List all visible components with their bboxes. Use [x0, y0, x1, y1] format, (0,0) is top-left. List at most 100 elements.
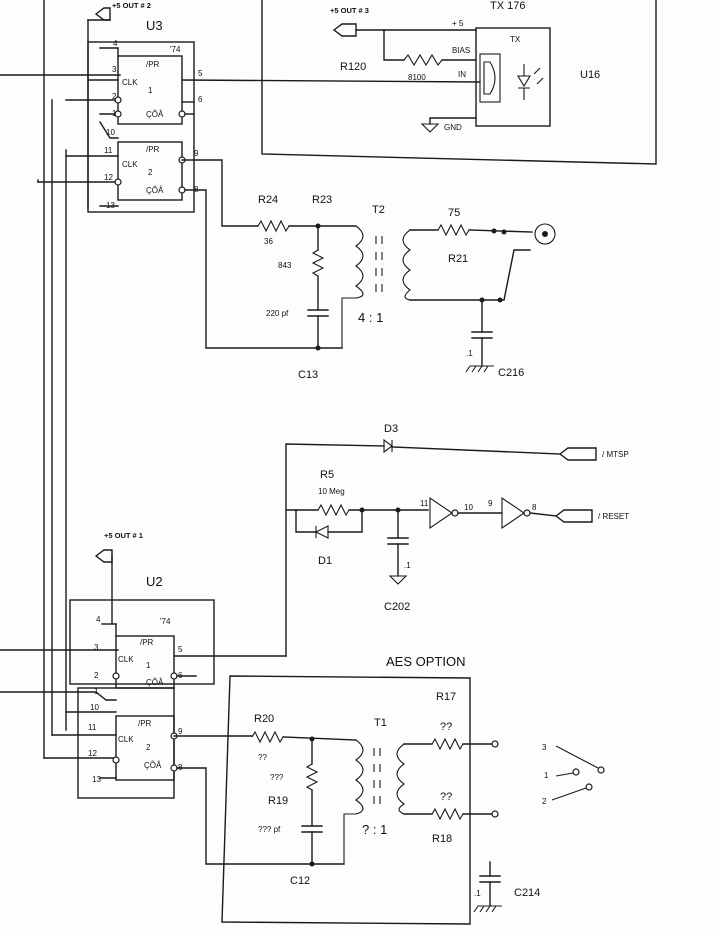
r21-val: 75 — [448, 207, 460, 219]
u2-pin-9: 9 — [178, 727, 183, 736]
u2-type: '74 — [160, 617, 171, 626]
c216-ground-icon — [465, 365, 494, 373]
c216-val: .1 — [466, 349, 473, 358]
tx-ground-icon — [420, 123, 440, 133]
r5-ref: R5 — [320, 469, 334, 481]
u3-ff1 — [117, 55, 183, 125]
u2-ff2-pr: /PR — [138, 719, 152, 728]
t2-ratio: 4 : 1 — [358, 310, 383, 325]
c214-ground-icon — [473, 905, 502, 913]
r18-val: ?? — [440, 791, 452, 803]
tx-bias: BIAS — [452, 46, 470, 55]
tx-power-tag — [332, 23, 357, 37]
led-icon — [517, 64, 531, 100]
u3-flip-flop-block: +5 OUT # 2 U3 '74 /PR CLK 1 ÇÕÅ /PR CLK … — [37, 1, 481, 349]
r17-resistor — [431, 737, 464, 751]
tx-gnd: GND — [444, 123, 462, 132]
u3-pin-10: 10 — [106, 128, 115, 137]
inv2-in: 9 — [488, 499, 493, 508]
r23-ref: R23 — [312, 194, 332, 206]
u3-ff2 — [117, 141, 183, 201]
reset-tag — [554, 509, 593, 523]
t2-ref: T2 — [372, 204, 385, 216]
u3-pin-6: 6 — [198, 95, 203, 104]
u2-ff1 — [115, 635, 175, 689]
inverter-2 — [501, 496, 525, 530]
switch-pin-3: 3 — [542, 743, 547, 752]
inv2-out: 8 — [532, 503, 537, 512]
tx-ic-body — [475, 27, 551, 127]
t1-ratio: ? : 1 — [362, 822, 387, 837]
u2-ff1-pr: /PR — [140, 638, 154, 647]
t1-core — [373, 748, 381, 804]
tx-power-label: +5 OUT # 3 — [330, 6, 369, 15]
r17-val: ?? — [440, 721, 452, 733]
r120-resistor — [403, 53, 443, 67]
tx-label: TX — [510, 35, 521, 44]
r120-val: 8100 — [408, 73, 426, 82]
u3-ff2-num: 2 — [148, 168, 153, 177]
u3-ff2-pr: /PR — [146, 145, 160, 154]
c214-val: .1 — [474, 889, 481, 898]
tx176-module: TX 176 +5 OUT # 3 R120 8100 + 5 TX BIAS … — [261, 0, 657, 165]
t2-output-network: R24 36 R23 843 220 pf C13 T2 4 : 1 75 R2… — [257, 194, 556, 381]
aes-title: AES OPTION — [386, 654, 465, 669]
inv1-out: 10 — [464, 503, 473, 512]
r23-val: 843 — [278, 261, 292, 270]
inverter-1 — [429, 496, 453, 530]
c202-val: .1 — [404, 561, 411, 570]
t2-secondary — [402, 229, 411, 301]
u2-package-top — [69, 599, 215, 685]
u2-pin-11: 11 — [88, 723, 97, 732]
u2-power-tag — [94, 549, 113, 563]
u2-pin-10: 10 — [90, 703, 99, 712]
u3-ff1-num: 1 — [148, 86, 153, 95]
d3-ref: D3 — [384, 423, 398, 435]
t1-secondary — [396, 743, 406, 815]
r24-ref: R24 — [258, 194, 278, 206]
u3-pin-4: 4 — [113, 39, 118, 48]
r17-ref: R17 — [436, 691, 456, 703]
u3-ref: U3 — [146, 18, 163, 33]
reset-label: / RESET — [598, 512, 629, 521]
u3-package — [87, 41, 195, 213]
r24-resistor — [257, 219, 290, 233]
u2-ff1-num: 1 — [146, 661, 151, 670]
c12-ref: C12 — [290, 875, 310, 887]
u2-pin-2: 2 — [94, 671, 99, 680]
selector-switch: 3 1 2 — [542, 743, 605, 806]
u2-pin-4: 4 — [96, 615, 101, 624]
u3-ff1-pr: /PR — [146, 60, 160, 69]
u3-pin-11: 11 — [104, 146, 113, 155]
u3-pin-5: 5 — [198, 69, 203, 78]
c13-val: 220 pf — [266, 309, 289, 318]
u3-ff2-qbar: ÇÕÅ — [146, 186, 164, 195]
c12-val: ??? pf — [258, 825, 281, 834]
switch-pin-1: 1 — [544, 771, 549, 780]
r18-ref: R18 — [432, 833, 452, 845]
r120-ref: R120 — [340, 61, 366, 73]
u3-power-label: +5 OUT # 2 — [112, 1, 151, 10]
r20-val: ?? — [258, 753, 267, 762]
r23-resistor — [311, 249, 325, 277]
d1-ref: D1 — [318, 555, 332, 567]
u2-pin-3: 3 — [94, 643, 99, 652]
tx-plus5: + 5 — [452, 19, 464, 28]
r5-val: 10 Meg — [318, 487, 345, 496]
switch-pin-2: 2 — [542, 797, 547, 806]
u2-pin-12: 12 — [88, 749, 97, 758]
u2-pin-1: 1 — [94, 687, 99, 696]
t2-core — [375, 236, 383, 292]
r21-ref: R21 — [448, 253, 468, 265]
left-bus-wires — [0, 0, 121, 759]
u3-type: '74 — [170, 45, 181, 54]
u2-ref: U2 — [146, 574, 163, 589]
u3-pin-3: 3 — [112, 65, 117, 74]
tx-title: TX 176 — [490, 0, 525, 12]
u3-ff1-clk: CLK — [122, 78, 138, 87]
u2-ff1-qbar: ÇÕÅ — [146, 678, 164, 687]
u3-power-tag — [94, 7, 111, 21]
u2-ff2-clk: CLK — [118, 735, 134, 744]
r19-val: ??? — [270, 773, 284, 782]
